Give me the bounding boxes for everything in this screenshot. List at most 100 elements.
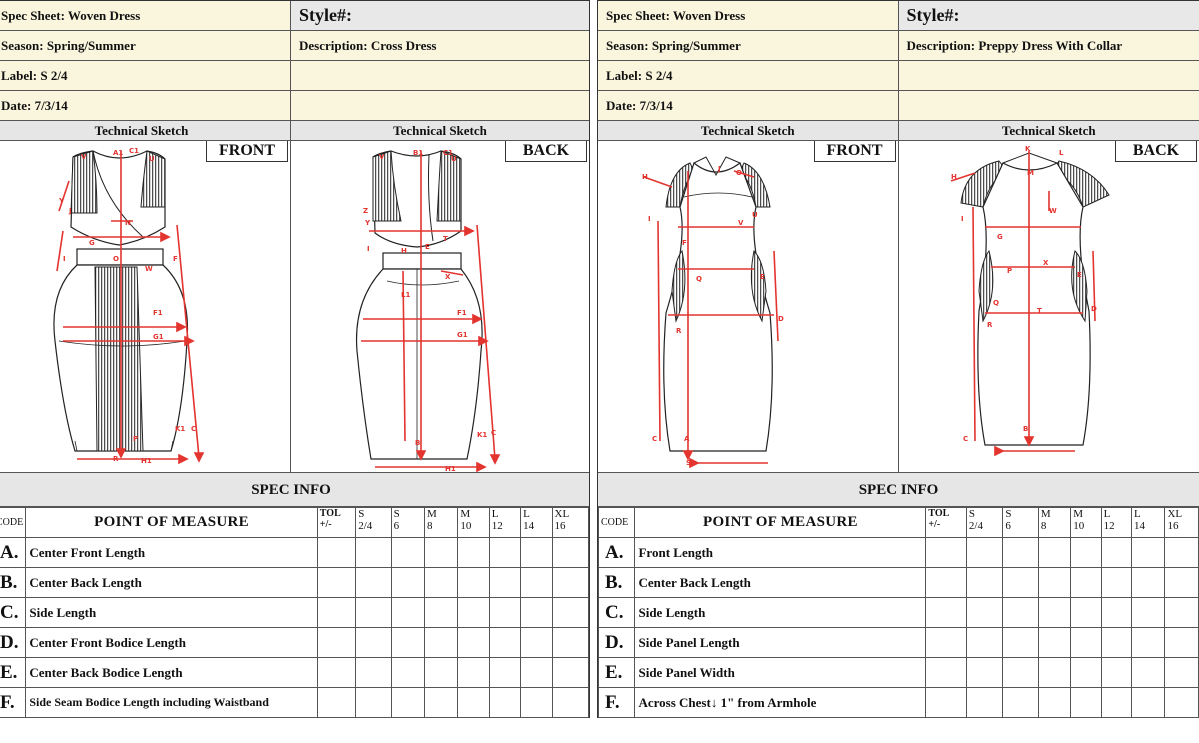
size-cell[interactable] (457, 597, 490, 628)
size-cell[interactable] (551, 657, 589, 688)
size-cell[interactable] (457, 627, 490, 658)
tol-cell[interactable] (316, 597, 357, 628)
size-cell[interactable] (1037, 537, 1072, 568)
size-cell[interactable] (488, 657, 522, 688)
size-cell[interactable] (1100, 687, 1133, 718)
size-cell[interactable] (1070, 657, 1102, 688)
size-cell[interactable] (424, 567, 459, 598)
size-cell[interactable] (390, 567, 426, 598)
size-cell[interactable] (1037, 687, 1072, 718)
size-cell[interactable] (551, 567, 589, 598)
size-cell[interactable] (1037, 627, 1072, 658)
size-cell[interactable] (1164, 657, 1199, 688)
size-cell[interactable] (520, 657, 553, 688)
size-cell[interactable] (1131, 537, 1166, 568)
size-cell[interactable] (1037, 597, 1072, 628)
size-cell[interactable] (1131, 567, 1166, 598)
size-cell[interactable] (1164, 597, 1199, 628)
size-cell[interactable] (1100, 537, 1133, 568)
style-number-field[interactable]: Style#: (291, 1, 589, 30)
size-cell[interactable] (520, 567, 553, 598)
size-cell[interactable] (390, 627, 426, 658)
size-cell[interactable] (488, 627, 522, 658)
size-cell[interactable] (1070, 687, 1102, 718)
size-cell[interactable] (457, 687, 490, 718)
tol-cell[interactable] (925, 567, 967, 598)
size-cell[interactable] (1002, 567, 1039, 598)
size-cell[interactable] (1131, 597, 1166, 628)
tol-cell[interactable] (316, 567, 357, 598)
size-cell[interactable] (457, 567, 490, 598)
size-cell[interactable] (965, 597, 1004, 628)
size-cell[interactable] (520, 687, 553, 718)
size-cell[interactable] (488, 687, 522, 718)
size-cell[interactable] (457, 537, 490, 568)
size-cell[interactable] (1100, 627, 1133, 658)
size-cell[interactable] (1002, 597, 1039, 628)
size-cell[interactable] (424, 537, 459, 568)
size-cell[interactable] (1070, 597, 1102, 628)
tol-cell[interactable] (925, 537, 967, 568)
tol-cell[interactable] (316, 627, 357, 658)
size-cell[interactable] (1100, 657, 1133, 688)
svg-text:X: X (1043, 259, 1049, 267)
size-cell[interactable] (1131, 687, 1166, 718)
size-cell[interactable] (488, 537, 522, 568)
size-cell[interactable] (965, 657, 1004, 688)
tol-cell[interactable] (925, 627, 967, 658)
size-cell[interactable] (390, 597, 426, 628)
style-number-field[interactable]: Style#: (898, 1, 1199, 30)
tol-cell[interactable] (316, 687, 357, 718)
size-cell[interactable] (965, 687, 1004, 718)
size-cell[interactable] (355, 567, 392, 598)
size-cell[interactable] (424, 627, 459, 658)
size-cell[interactable] (1070, 567, 1102, 598)
size-cell[interactable] (551, 627, 589, 658)
size-cell[interactable] (965, 537, 1004, 568)
tol-cell[interactable] (316, 657, 357, 688)
size-cell[interactable] (457, 657, 490, 688)
size-cell[interactable] (1070, 627, 1102, 658)
size-cell[interactable] (390, 687, 426, 718)
size-cell[interactable] (965, 627, 1004, 658)
size-cell[interactable] (390, 537, 426, 568)
size-cell[interactable] (520, 597, 553, 628)
size-cell[interactable] (488, 597, 522, 628)
size-cell[interactable] (1164, 687, 1199, 718)
size-cell[interactable] (1002, 537, 1039, 568)
size-cell[interactable] (424, 657, 459, 688)
tol-cell[interactable] (316, 537, 357, 568)
size-cell[interactable] (1002, 627, 1039, 658)
size-cell[interactable] (1131, 627, 1166, 658)
size-cell[interactable] (1100, 567, 1133, 598)
size-cell[interactable] (1002, 657, 1039, 688)
size-cell[interactable] (1037, 567, 1072, 598)
size-cell[interactable] (390, 657, 426, 688)
size-cell[interactable] (488, 567, 522, 598)
size-cell[interactable] (1037, 657, 1072, 688)
size-cell[interactable] (355, 687, 392, 718)
size-cell[interactable] (424, 597, 459, 628)
tol-cell[interactable] (925, 687, 967, 718)
size-cell[interactable] (1164, 537, 1199, 568)
tol-cell[interactable] (925, 597, 967, 628)
size-cell[interactable] (1002, 687, 1039, 718)
size-cell[interactable] (520, 627, 553, 658)
svg-text:Q: Q (696, 275, 702, 283)
size-cell[interactable] (355, 657, 392, 688)
size-cell[interactable] (551, 687, 589, 718)
size-cell[interactable] (424, 687, 459, 718)
size-cell[interactable] (965, 567, 1004, 598)
size-cell[interactable] (551, 597, 589, 628)
size-cell[interactable] (1164, 567, 1199, 598)
size-cell[interactable] (355, 597, 392, 628)
size-cell[interactable] (1131, 657, 1166, 688)
size-cell[interactable] (1070, 537, 1102, 568)
size-cell[interactable] (551, 537, 589, 568)
size-cell[interactable] (1100, 597, 1133, 628)
size-cell[interactable] (355, 537, 392, 568)
tol-cell[interactable] (925, 657, 967, 688)
size-cell[interactable] (1164, 627, 1199, 658)
size-cell[interactable] (520, 537, 553, 568)
size-cell[interactable] (355, 627, 392, 658)
